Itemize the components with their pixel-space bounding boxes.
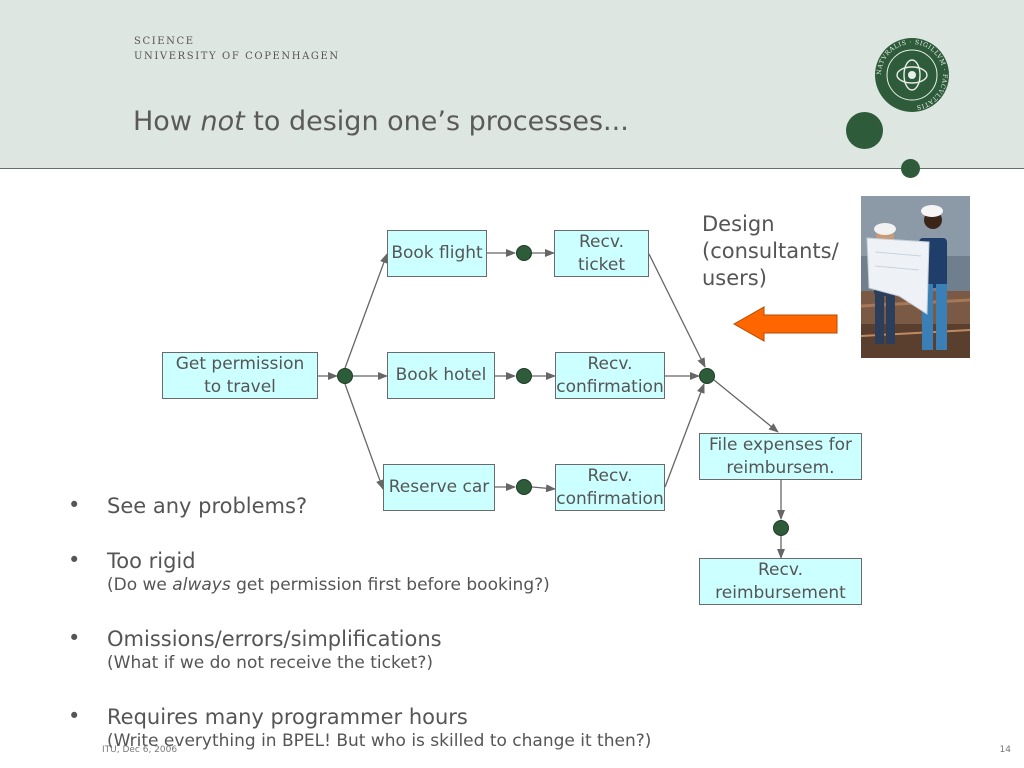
bullet-dot: • xyxy=(68,704,81,728)
institution-line-1: SCIENCE xyxy=(134,36,195,47)
gateway-split xyxy=(337,368,353,384)
title-part-2: to design one’s processes... xyxy=(244,106,629,137)
bullet-main-text: Requires many programmer hours xyxy=(107,705,468,729)
footer-date: ITU, Dec 6, 2006 xyxy=(102,745,178,755)
bullet-dot: • xyxy=(68,548,81,572)
header-band: SCIENCE UNIVERSITY OF COPENHAGEN How not… xyxy=(0,0,1024,169)
orange-left-arrow-icon xyxy=(733,306,838,342)
bullet-item: • See any problems? xyxy=(68,492,828,520)
gateway-after-file xyxy=(773,520,789,536)
title-part-1: How xyxy=(133,106,201,137)
bullet-dot: • xyxy=(68,493,81,517)
task-recv-ticket: Recv. ticket xyxy=(554,230,649,277)
university-seal-icon: NATVRALIS · SIGILLVM · FACVLTATIS xyxy=(875,38,949,112)
bullet-item: • Too rigid (Do we always get permission… xyxy=(68,547,828,595)
task-file-expenses: File expenses for reimbursem. xyxy=(699,433,862,480)
sub-emphasis: always xyxy=(172,575,231,595)
bullet-item: • Requires many programmer hours (Write … xyxy=(68,703,828,751)
edge-gw-conf2 xyxy=(531,484,556,493)
decorative-dot-large xyxy=(846,112,883,149)
edge-join-file xyxy=(713,379,779,433)
bullet-main-text: See any problems? xyxy=(107,494,308,518)
edge-split-car xyxy=(344,383,384,490)
task-recv-confirmation-hotel: Recv. confirmation xyxy=(555,352,665,399)
task-recv-confirmation-car: Recv. confirmation xyxy=(555,464,665,511)
gateway-after-car xyxy=(516,479,532,495)
title-emphasis: not xyxy=(200,106,245,137)
bullet-dot: • xyxy=(68,626,81,650)
bullet-sub-text: (Do we always get permission first befor… xyxy=(107,575,828,595)
task-book-hotel: Book hotel xyxy=(387,352,495,399)
sub-part-1: (Do we xyxy=(107,575,173,595)
design-note: Design (consultants/ users) xyxy=(702,212,839,290)
gateway-join xyxy=(699,368,715,384)
bullet-list: • See any problems? • Too rigid (Do we a… xyxy=(68,492,828,751)
slide-title: How not to design one’s processes... xyxy=(133,106,629,137)
edge-ticket-join xyxy=(648,253,706,368)
bullet-main-text: Too rigid xyxy=(107,549,196,573)
edge-split-flight xyxy=(344,253,388,369)
task-get-permission: Get permission to travel xyxy=(162,352,318,399)
bullet-sub-text: (What if we do not receive the ticket?) xyxy=(107,653,434,673)
bullet-sub-text: (Write everything in BPEL! But who is sk… xyxy=(107,731,652,751)
task-recv-reimbursement: Recv. reimbursement xyxy=(699,558,862,605)
task-book-flight: Book flight xyxy=(387,230,487,277)
bullet-item: • Omissions/errors/simplifications (What… xyxy=(68,625,828,673)
gateway-after-hotel xyxy=(516,368,532,384)
workers-blueprint-photo xyxy=(861,196,970,358)
institution-line-2: UNIVERSITY OF COPENHAGEN xyxy=(134,51,340,62)
bullet-main-text: Omissions/errors/simplifications xyxy=(107,627,442,651)
sub-part-2: get permission first before booking?) xyxy=(230,575,550,595)
gateway-after-flight xyxy=(516,245,532,261)
decorative-dot-small xyxy=(901,159,920,178)
task-reserve-car: Reserve car xyxy=(383,464,495,511)
page-number: 14 xyxy=(999,745,1011,755)
